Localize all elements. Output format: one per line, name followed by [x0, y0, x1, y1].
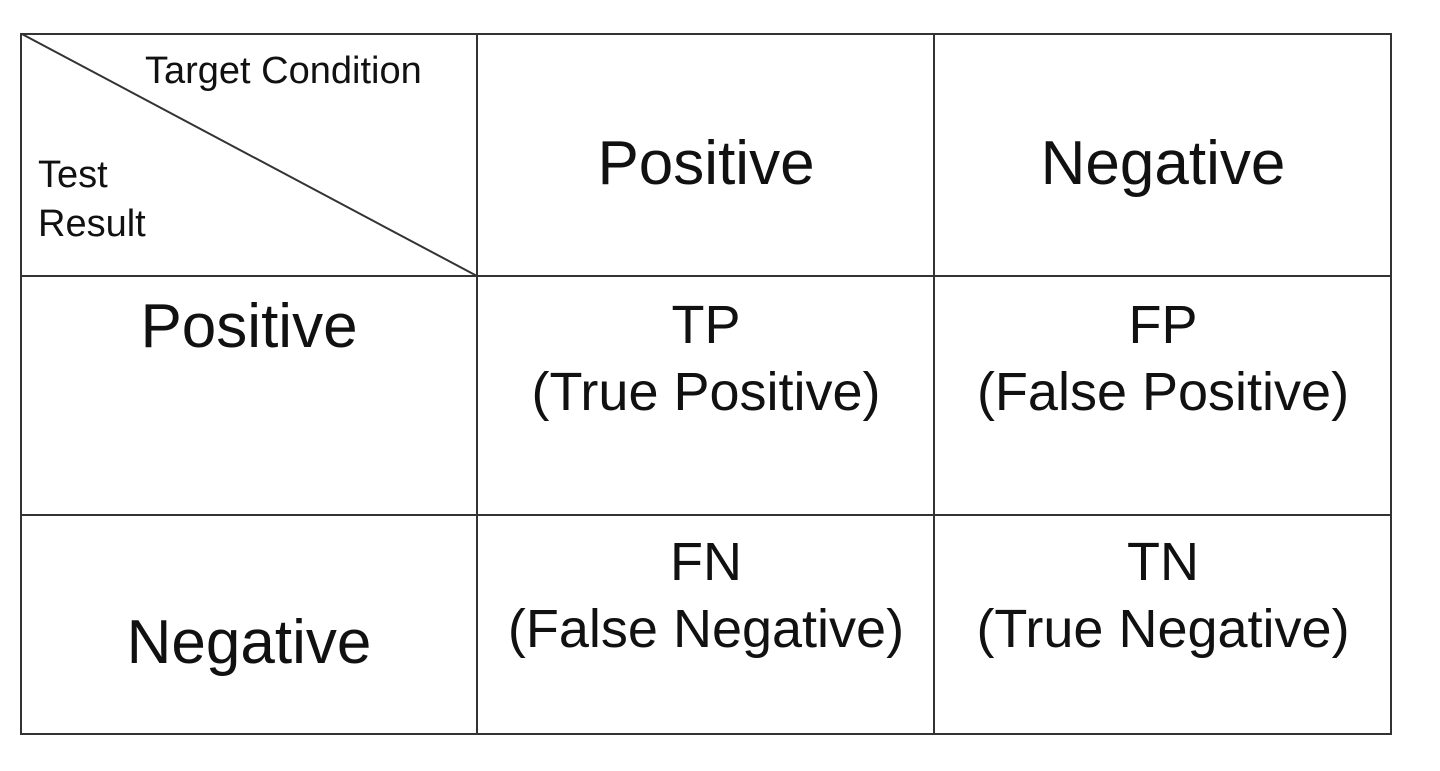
test-result-label-line1: Test: [38, 154, 108, 196]
test-result-label-line2: Result: [38, 203, 146, 246]
target-condition-label: Target Condition: [145, 50, 422, 92]
test-result-label: Test Result: [38, 151, 146, 250]
column-header-negative: Negative: [1040, 129, 1286, 198]
corner-diagonal: [20, 33, 478, 277]
cell-tn-full: (True Negative): [976, 599, 1350, 659]
row-header-negative: Negative: [126, 608, 372, 677]
cell-tn-abbr: TN: [1127, 532, 1199, 592]
row-header-positive: Positive: [140, 292, 358, 361]
column-header-positive: Positive: [597, 129, 815, 198]
cell-fn-abbr: FN: [670, 532, 742, 592]
matrix-border: [20, 33, 1392, 735]
cell-fp-abbr: FP: [1128, 295, 1198, 355]
cell-tp-full: (True Positive): [531, 362, 881, 422]
cell-fn-full: (False Negative): [507, 599, 905, 659]
cell-tp-abbr: TP: [671, 295, 741, 355]
confusion-matrix: Target Condition Test Result Positive Ne…: [20, 33, 1392, 735]
cell-fp-full: (False Positive): [976, 362, 1350, 422]
matrix-grid: [20, 33, 1392, 735]
